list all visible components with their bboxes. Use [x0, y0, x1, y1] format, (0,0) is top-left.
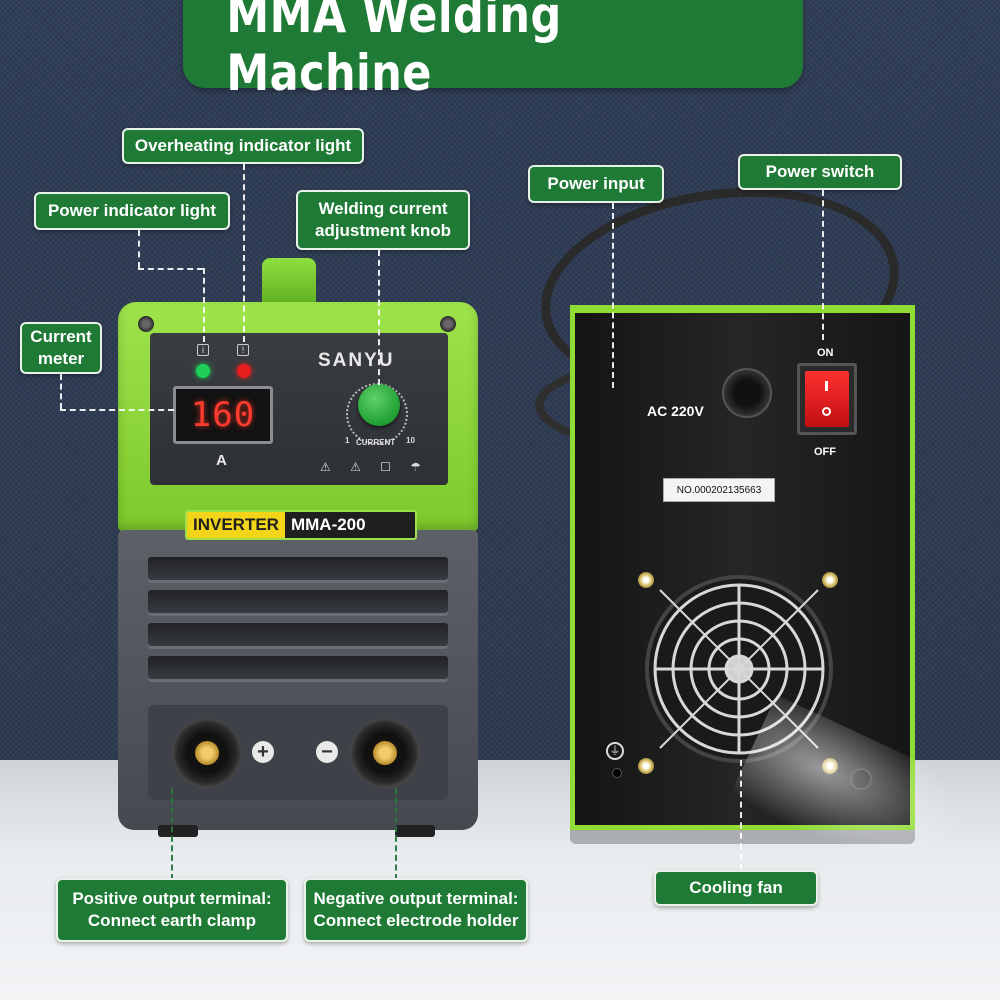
callout-power-switch: Power switch — [738, 154, 902, 190]
brand-logo: SANYU — [318, 350, 395, 371]
current-adjustment-knob[interactable] — [358, 384, 400, 426]
switch-on-label: ON — [817, 347, 834, 359]
serial-number-label: NO.000202135663 — [663, 478, 775, 502]
leader-line — [203, 268, 205, 342]
vent-slot — [148, 557, 448, 583]
page-title: MMA Welding Machine — [226, 0, 562, 102]
screw-icon — [638, 572, 654, 588]
screw-icon — [440, 316, 456, 332]
leader-line — [60, 374, 62, 409]
callout-overheating-indicator: Overheating indicator light — [122, 128, 364, 164]
leader-line — [378, 250, 380, 385]
title-banner: MMA Welding Machine — [183, 0, 803, 102]
negative-symbol: − — [316, 741, 338, 763]
vent-slot — [148, 656, 448, 682]
leader-line — [740, 760, 742, 870]
switch-off-label: OFF — [814, 446, 836, 458]
knob-max-label: 10 — [406, 436, 415, 445]
meter-unit: A — [216, 452, 227, 469]
safety-icons: ⚠ ⚠ ☐ ☂ — [320, 460, 430, 474]
knob-min-label: 1 — [345, 436, 350, 445]
model-label-strip: INVERTER MMA-200 — [185, 510, 417, 540]
ground-symbol-icon: ⏚ — [606, 742, 624, 760]
leader-line — [60, 409, 174, 411]
model-number: MMA-200 — [290, 515, 366, 534]
vent-slot — [148, 623, 448, 649]
power-switch[interactable] — [805, 371, 849, 427]
current-meter-display: 160 — [173, 386, 273, 444]
leader-line — [612, 203, 614, 388]
knob-current-label: CURRENT — [356, 438, 396, 447]
leader-line — [822, 190, 824, 340]
power-indicator-light — [196, 364, 210, 378]
callout-current-meter: Current meter — [20, 322, 102, 374]
power-input-socket[interactable] — [722, 368, 772, 418]
negative-output-terminal[interactable] — [350, 718, 420, 788]
positive-output-terminal[interactable] — [172, 718, 242, 788]
callout-negative-terminal: Negative output terminal: Connect electr… — [304, 878, 528, 942]
screw-icon — [822, 572, 838, 588]
leader-line — [243, 164, 245, 342]
ground-screw-hole — [612, 768, 622, 778]
machine-foot — [158, 825, 198, 837]
positive-symbol: + — [252, 741, 274, 763]
leader-line — [171, 788, 173, 880]
voltage-label: AC 220V — [647, 403, 704, 419]
leader-line — [138, 268, 203, 270]
carry-handle — [262, 258, 316, 306]
callout-power-indicator: Power indicator light — [34, 192, 230, 230]
machine-foot — [395, 825, 435, 837]
overheat-indicator-light — [237, 364, 251, 378]
leader-line — [395, 788, 397, 880]
meter-reading: 160 — [190, 395, 256, 435]
callout-power-input: Power input — [528, 165, 664, 203]
leader-line — [138, 230, 140, 268]
callout-current-knob: Welding current adjustment knob — [296, 190, 470, 250]
screw-icon — [138, 316, 154, 332]
callout-positive-terminal: Positive output terminal: Connect earth … — [56, 878, 288, 942]
vent-slot — [148, 590, 448, 616]
overheat-indicator-icon: ! — [237, 344, 249, 356]
callout-cooling-fan: Cooling fan — [654, 870, 818, 906]
screw-icon — [638, 758, 654, 774]
model-type: INVERTER — [187, 512, 285, 538]
power-indicator-icon: i — [197, 344, 209, 356]
